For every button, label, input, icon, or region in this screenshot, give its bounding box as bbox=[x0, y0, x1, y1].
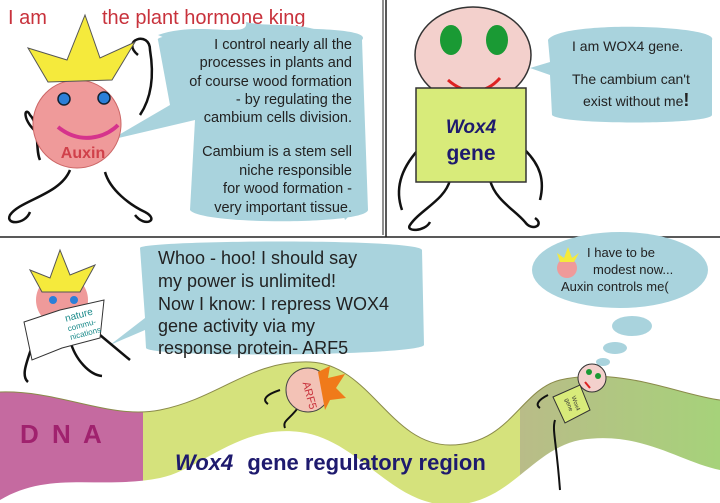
crown-icon bbox=[557, 247, 579, 262]
eye-icon bbox=[97, 91, 111, 105]
svg-text:niche responsible: niche responsible bbox=[239, 163, 352, 179]
dna-ribbon bbox=[0, 361, 720, 503]
svg-text:Auxin controls me(: Auxin controls me( bbox=[561, 279, 669, 294]
title-text: I am the plant hormone king bbox=[8, 7, 305, 29]
svg-text:cambium cells division.: cambium cells division. bbox=[204, 110, 352, 126]
wox4-label-italic: Wox4 bbox=[446, 117, 497, 138]
svg-text:I am WOX4 gene.: I am WOX4 gene. bbox=[572, 38, 683, 54]
svg-text:Now I know: I repress WOX4: Now I know: I repress WOX4 bbox=[158, 294, 389, 314]
dna-label: D N A bbox=[20, 419, 105, 449]
svg-text:I control nearly all the: I control nearly all the bbox=[214, 37, 352, 53]
auxin-label: Auxin bbox=[61, 145, 105, 162]
eye-icon bbox=[440, 25, 462, 55]
svg-text:exist without me!: exist without me! bbox=[583, 90, 689, 110]
wox4-body bbox=[415, 87, 527, 183]
wox4-limbs bbox=[397, 149, 544, 232]
svg-text:of course wood formation: of course wood formation bbox=[189, 74, 352, 90]
wox4-label: gene bbox=[446, 142, 495, 165]
svg-text:Whoo - hoo! I should say: Whoo - hoo! I should say bbox=[158, 248, 357, 268]
crown-icon bbox=[28, 248, 97, 293]
speech-text: I am WOX4 gene. The cambium can't exist … bbox=[572, 38, 690, 110]
svg-text:modest now...: modest now... bbox=[593, 262, 673, 277]
speech-text: Whoo - hoo! I should say my power is unl… bbox=[158, 248, 389, 358]
panel-dna: Whoo - hoo! I should say my power is unl… bbox=[0, 232, 720, 503]
region-label: Wox4 gene regulatory region bbox=[175, 450, 486, 475]
svg-text:response protein- ARF5: response protein- ARF5 bbox=[158, 338, 348, 358]
svg-text:The cambium can't: The cambium can't bbox=[572, 71, 690, 87]
thought-bubble: I have to be modest now... Auxin control… bbox=[532, 232, 708, 366]
svg-text:gene: gene bbox=[563, 398, 573, 413]
small-wox4-character: Wox4 gene bbox=[536, 363, 607, 491]
svg-text:Wox4: Wox4 bbox=[570, 395, 581, 412]
auxin-reading: nature commu- nications bbox=[23, 248, 131, 383]
eye-icon bbox=[57, 92, 71, 106]
svg-text:processes in plants and: processes in plants and bbox=[200, 55, 352, 71]
svg-text:- by regulating the: - by regulating the bbox=[236, 92, 352, 108]
crown-icon bbox=[26, 13, 137, 83]
panel-wox4-gene: I am WOX4 gene. The cambium can't exist … bbox=[397, 6, 713, 232]
svg-text:I have to be: I have to be bbox=[587, 245, 655, 260]
svg-text:for wood formation -: for wood formation - bbox=[223, 181, 352, 197]
eye-icon bbox=[486, 25, 508, 55]
svg-text:gene activity via my: gene activity via my bbox=[158, 316, 315, 336]
speech-bubble bbox=[530, 26, 713, 123]
smile bbox=[56, 123, 120, 140]
flame-hair bbox=[318, 366, 346, 410]
journal-icon bbox=[23, 299, 105, 361]
svg-text:very important tissue.: very important tissue. bbox=[214, 200, 352, 216]
speech-bubble bbox=[110, 241, 424, 355]
panel-auxin-king: I am the plant hormone king I control ne… bbox=[7, 7, 368, 224]
arf5-character: ARF5 bbox=[264, 366, 346, 429]
speech-text: I control nearly all the processes in pl… bbox=[189, 37, 352, 216]
svg-text:my power is unlimited!: my power is unlimited! bbox=[158, 271, 336, 291]
svg-text:Cambium is a stem sell: Cambium is a stem sell bbox=[202, 144, 352, 160]
